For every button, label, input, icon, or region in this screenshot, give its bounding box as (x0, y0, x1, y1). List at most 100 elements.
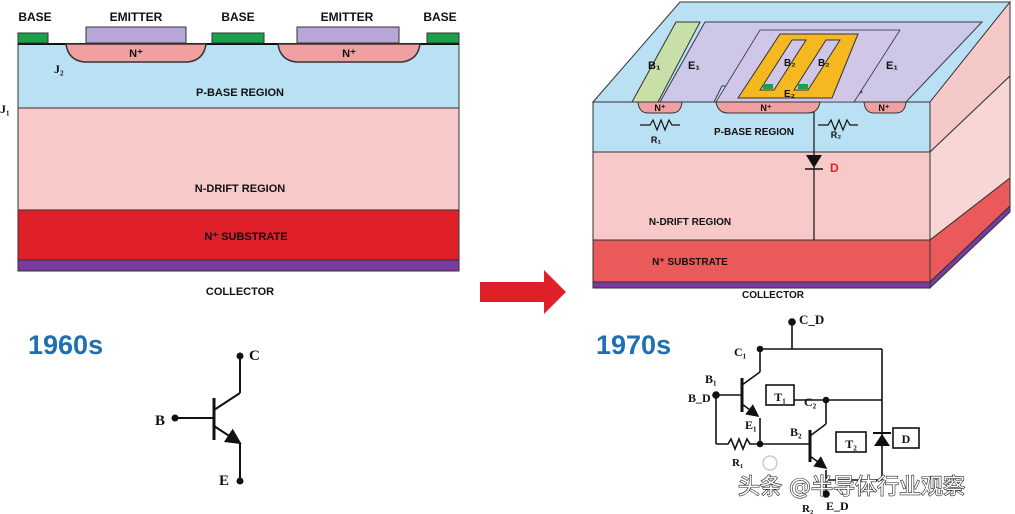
dar-c1-label: C₁ (734, 345, 747, 359)
watermark-logo-icon (762, 455, 778, 471)
right-resistor-r2 (818, 118, 858, 132)
left-emitter-label-1: EMITTER (110, 10, 163, 24)
dar-t2-collector-arm (809, 423, 827, 437)
dar-t2-box (835, 431, 867, 453)
right-b2-contact-2 (798, 84, 808, 89)
bjt-collector-arm (213, 392, 241, 411)
right-front-collector (592, 281, 931, 289)
left-n-drift-region (17, 107, 460, 211)
right-n-plus-well-1 (637, 101, 683, 114)
right-n-plus-well-3 (863, 101, 907, 114)
right-3d-structure: B₁ E₁ B₂ B₂ E₂ E₁ N⁺ N⁺ N⁺ R₁ R₂ P-BASE … (591, 0, 1012, 301)
left-n-plus-well-1 (65, 43, 207, 63)
dar-ed-label: E_D (826, 499, 849, 513)
right-b2-contact-1 (763, 84, 773, 89)
right-resistor-r1 (640, 118, 680, 132)
dar-t2-emitter-arm (809, 455, 828, 469)
left-collector-label: COLLECTOR (206, 286, 274, 298)
dar-t1-label: T₁ (774, 390, 786, 404)
left-substrate-region (17, 209, 460, 261)
dar-t1-box (765, 384, 795, 406)
dar-bd-label: B_D (688, 391, 711, 405)
evolution-arrow (480, 270, 566, 314)
left-base-contact-1 (17, 32, 49, 44)
dar-d-box (892, 427, 920, 449)
right-b2-finger-1 (759, 39, 807, 91)
left-emitter-contact-1 (85, 26, 187, 44)
bjt-emitter-arm (213, 425, 242, 445)
dar-cd-terminal (788, 318, 796, 326)
right-collector-label: COLLECTOR (742, 290, 805, 301)
era-label-1970s: 1970s (596, 330, 671, 360)
left-cross-section: BASE EMITTER BASE EMITTER BASE N⁺ N⁺ J₂ … (0, 10, 460, 298)
dar-ed-terminal (822, 490, 830, 498)
bjt-b-label: B (155, 413, 165, 429)
darlington-circuit (712, 318, 920, 498)
bjt-symbol: C B E (155, 348, 260, 489)
dar-cd-label: C_D (799, 312, 824, 327)
bjt-c-terminal (236, 352, 244, 360)
bjt-c-label: C (249, 348, 260, 364)
right-r2-label: R₂ (831, 130, 842, 140)
dar-b2-node (756, 440, 764, 448)
right-n-plus-label-1: N⁺ (654, 103, 665, 113)
dar-c1-node (756, 345, 764, 353)
dar-diode-triangle (874, 434, 890, 446)
dar-b2-label: B₂ (790, 425, 802, 439)
dar-r1-resistor (716, 436, 760, 452)
right-n-plus-well-2 (715, 101, 821, 114)
dar-r1-label: R₁ (732, 457, 743, 469)
darlington-labels: C_D C₁ B₁ B_D T₁ C₂ E₁ B₂ T₂ D R₁ R₂ E_D (688, 312, 911, 514)
right-diode-triangle (806, 155, 822, 168)
right-front-n-drift (592, 151, 931, 241)
dar-bd-terminal (712, 391, 720, 399)
left-p-base-label: P-BASE REGION (196, 87, 284, 99)
right-b2-label-a: B₂ (784, 58, 796, 69)
dar-e1-label: E₁ (745, 418, 757, 432)
left-base-label-1: BASE (18, 10, 51, 24)
right-p-base-label: P-BASE REGION (714, 127, 794, 138)
right-substrate-label: N⁺ SUBSTRATE (652, 257, 728, 268)
right-diode-label: D (830, 161, 839, 175)
left-base-label-3: BASE (423, 10, 456, 24)
right-b2-label-b: B₂ (818, 58, 830, 69)
watermark-text: 头条 @半导体行业观察 (738, 475, 965, 500)
dar-b1-label: B₁ (705, 372, 717, 386)
right-n-drift-label: N-DRIFT REGION (649, 217, 731, 228)
left-base-label-2: BASE (221, 10, 254, 24)
left-n-drift-label: N-DRIFT REGION (195, 183, 285, 195)
era-label-1960s: 1960s (28, 330, 103, 360)
right-n-plus-label-2: N⁺ (760, 103, 771, 113)
right-b1-label: B₁ (648, 60, 661, 72)
left-n-plus-label-2: N⁺ (342, 48, 356, 60)
bjt-b-terminal (171, 414, 179, 422)
right-b2-finger-2 (793, 39, 841, 91)
left-base-contact-2 (211, 32, 265, 44)
left-j2-label: J₂ (54, 62, 64, 76)
dar-c2-label: C₂ (804, 395, 817, 409)
right-n-plus-label-3: N⁺ (878, 103, 889, 113)
right-e1-left-label: E₁ (688, 60, 700, 72)
left-emitter-label-2: EMITTER (321, 10, 374, 24)
left-emitter-contact-2 (296, 26, 400, 44)
right-r1-label: R₁ (651, 135, 661, 145)
watermark: 头条 @半导体行业观察 (737, 455, 966, 501)
left-j1-label: J₁ (0, 102, 10, 116)
left-substrate-label: N⁺ SUBSTRATE (204, 231, 287, 243)
dar-c2-node (822, 396, 830, 404)
right-front-substrate (592, 239, 931, 283)
bjt-e-terminal (236, 477, 244, 485)
left-base-contact-3 (426, 32, 460, 44)
dar-t2-label: T₂ (845, 437, 857, 451)
left-collector-metal (17, 259, 460, 272)
bjt-e-label: E (219, 473, 229, 489)
dar-r2-label: R₂ (802, 503, 814, 514)
dar-t1-collector-arm (741, 371, 761, 386)
dar-d-label: D (902, 432, 911, 446)
right-e2-label: E₂ (784, 89, 795, 100)
right-e1-right-label: E₁ (886, 60, 898, 72)
left-n-plus-well-2 (277, 43, 421, 63)
left-n-plus-label-1: N⁺ (129, 48, 143, 60)
dar-t1-emitter-arm (741, 403, 760, 417)
